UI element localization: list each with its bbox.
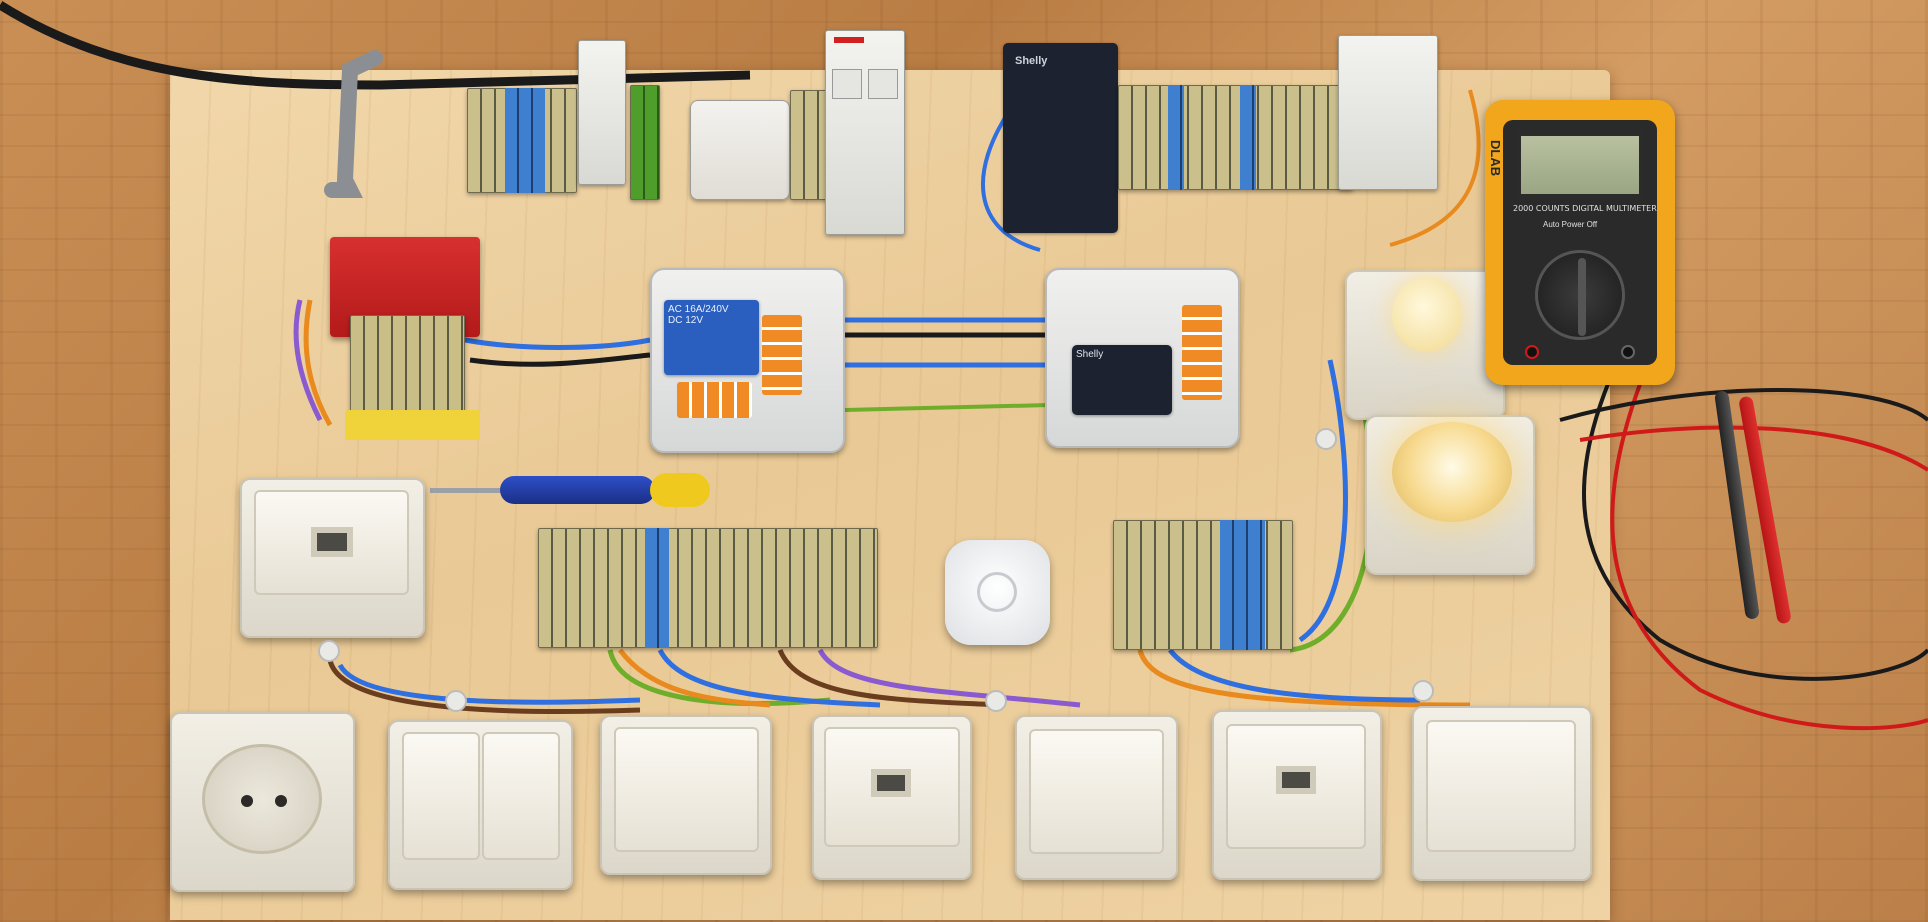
terminal-block-top-right [1118,85,1353,190]
lamp-holder-bottom [1365,415,1535,575]
wago-connectors-2 [677,382,752,418]
terminal-block-mid [790,90,830,200]
indicator-window-icon [871,769,911,797]
terminal-block-bottom-left [538,528,878,648]
meter-brand-label: DLAB [1488,140,1503,177]
terminal-block-bottom-right [1113,520,1293,650]
socket-pin-left-icon [241,795,253,807]
switch-single-left[interactable] [240,478,425,638]
switch-rocker-3[interactable] [1029,729,1164,854]
dial-pointer [1578,258,1586,336]
indicator-window-icon [1276,766,1316,794]
junction-box-right: Shelly [1045,268,1240,448]
junction-box-left: AC 16A/240V DC 12V [650,268,845,453]
breaker-red-mark [834,37,864,43]
grey-conduit [324,50,383,198]
socket-pin-right-icon [275,795,287,807]
shelly-relay-blue: AC 16A/240V DC 12V [664,300,759,375]
transformer-module [690,100,790,200]
terminal-neutral-blue-3 [1240,85,1256,190]
screwdriver-handle[interactable] [500,476,655,504]
probe-lead-red [1610,334,1928,731]
lamp-holder-top [1345,270,1505,420]
switch-rocker-2[interactable] [824,727,960,847]
indicator-window-icon [311,527,353,557]
circuit-breaker[interactable] [825,30,905,235]
lamp-bulb-small-icon [1392,277,1462,352]
screwdriver-tip [430,488,505,493]
terminal-neutral-blue [505,88,545,193]
breaker-toggle-right[interactable] [868,69,898,99]
meter-lcd [1515,130,1645,200]
meter-rotary-dial[interactable] [1535,250,1625,340]
shelly-pro-module: Shelly [1003,43,1118,233]
probe-lead-black [1582,344,1928,681]
lamp-bulb-large-icon [1392,422,1512,522]
switch-rocker-4[interactable] [1226,724,1366,849]
switch-rocker-5[interactable] [1426,720,1576,852]
terminal-block-left [350,315,465,425]
cable-clip [318,640,340,662]
switch-indicator-2[interactable] [1212,710,1382,880]
double-rocker-right[interactable] [482,732,560,860]
shelly-relay-dark: Shelly [1072,345,1172,415]
button-ring-icon [977,572,1017,612]
meter-faceplate: 2000 COUNTS DIGITAL MULTIMETER Auto Powe… [1503,120,1657,365]
screwdriver-cap [650,473,710,507]
terminal-neutral-blue-5 [1220,520,1265,650]
switch-plain-1[interactable] [600,715,772,875]
contactor-module [1338,35,1438,190]
double-rocker-left[interactable] [402,732,480,860]
probe-jack-com[interactable] [1621,345,1635,359]
relay-spec-1: AC 16A/240V [668,304,729,315]
digital-multimeter[interactable]: 2000 COUNTS DIGITAL MULTIMETER Auto Powe… [1485,100,1675,385]
switch-rocker-1[interactable] [614,727,759,852]
cable-clip [1412,680,1434,702]
meter-autopower-label: Auto Power Off [1543,220,1598,229]
yellow-terminal-base [345,410,480,440]
switch-plain-2[interactable] [1015,715,1178,880]
meter-counts-label: 2000 COUNTS [1513,204,1570,213]
cable-clip [985,690,1007,712]
socket-face [202,744,322,854]
cable-clip [1315,428,1337,450]
wago-connectors-1 [762,315,802,395]
relay-spec-2: DC 12V [668,315,704,326]
breaker-toggle-left[interactable] [832,69,862,99]
terminal-neutral-blue-2 [1168,85,1184,190]
wago-connectors-3 [1182,305,1222,400]
shelly-relay-brand: Shelly [1076,349,1104,360]
schuko-socket[interactable] [170,712,355,892]
shelly-brand-label: Shelly [1015,55,1048,67]
switch-plain-3[interactable] [1412,706,1592,881]
switch-double[interactable] [388,720,573,890]
cable-clip [445,690,467,712]
probe-jack-red[interactable] [1525,345,1539,359]
meter-header-label: DIGITAL MULTIMETER [1572,204,1657,213]
terminal-neutral-blue-4 [645,528,669,648]
mains-cable [0,1,751,90]
din-module-narrow [578,40,626,185]
shelly-wireless-button[interactable] [945,540,1050,645]
switch-indicator-1[interactable] [812,715,972,880]
switch-rocker[interactable] [254,490,409,595]
earth-terminals [630,85,660,200]
